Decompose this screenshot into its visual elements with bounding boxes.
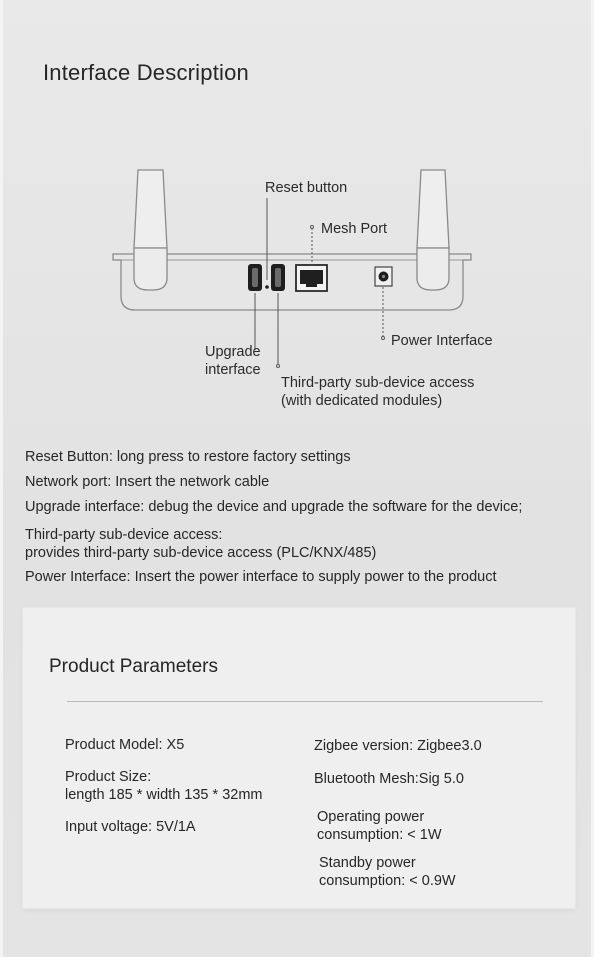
- param-size-line1: Product Size:: [65, 769, 152, 785]
- power-jack: [374, 266, 393, 287]
- right-antenna: [416, 169, 450, 291]
- section-title: Interface Description: [43, 60, 249, 85]
- desc-reset: Reset Button: long press to restore fact…: [25, 449, 351, 465]
- param-model: Product Model: X5: [65, 737, 185, 753]
- desc-power: Power Interface: Insert the power interf…: [25, 569, 497, 585]
- router-illustration: [112, 169, 472, 368]
- desc-upgrade: Upgrade interface: debug the device and …: [25, 499, 523, 515]
- product-parameters-card: Product Parameters Product Model: X5 Pro…: [23, 608, 575, 908]
- power-interface-label: Power Interface: [391, 333, 493, 349]
- mesh-port: [295, 264, 328, 292]
- left-antenna: [133, 169, 168, 291]
- third-party-label-line2: (with dedicated modules): [281, 393, 443, 409]
- desc-third-party-line1: Third-party sub-device access:: [25, 527, 223, 543]
- leader-lines: [254, 198, 385, 368]
- param-bluetooth: Bluetooth Mesh:Sig 5.0: [314, 771, 464, 787]
- upgrade-port-left: [248, 264, 262, 291]
- reset-hole: [265, 285, 269, 289]
- parameters-title: Product Parameters: [49, 656, 218, 677]
- param-input-voltage: Input voltage: 5V/1A: [65, 819, 196, 835]
- upgrade-port-right: [271, 264, 285, 291]
- param-standby-line2: consumption: < 0.9W: [319, 873, 456, 889]
- upgrade-interface-label-line1: Upgrade: [205, 344, 261, 360]
- third-party-label-line1: Third-party sub-device access: [281, 375, 475, 391]
- device-diagram: Reset button Mesh Port Power Interface U…: [3, 150, 594, 440]
- param-operating-line2: consumption: < 1W: [317, 827, 442, 843]
- desc-network: Network port: Insert the network cable: [25, 474, 270, 490]
- mesh-port-label: Mesh Port: [321, 221, 388, 237]
- desc-third-party-line2: provides third-party sub-device access (…: [25, 545, 377, 561]
- param-zigbee: Zigbee version: Zigbee3.0: [314, 738, 482, 754]
- divider: [67, 701, 543, 702]
- param-operating-line1: Operating power: [317, 809, 425, 825]
- param-standby-line1: Standby power: [319, 855, 416, 871]
- upgrade-interface-label-line2: interface: [205, 362, 261, 378]
- param-size-line2: length 185 * width 135 * 32mm: [65, 787, 263, 803]
- reset-button-label: Reset button: [265, 180, 348, 196]
